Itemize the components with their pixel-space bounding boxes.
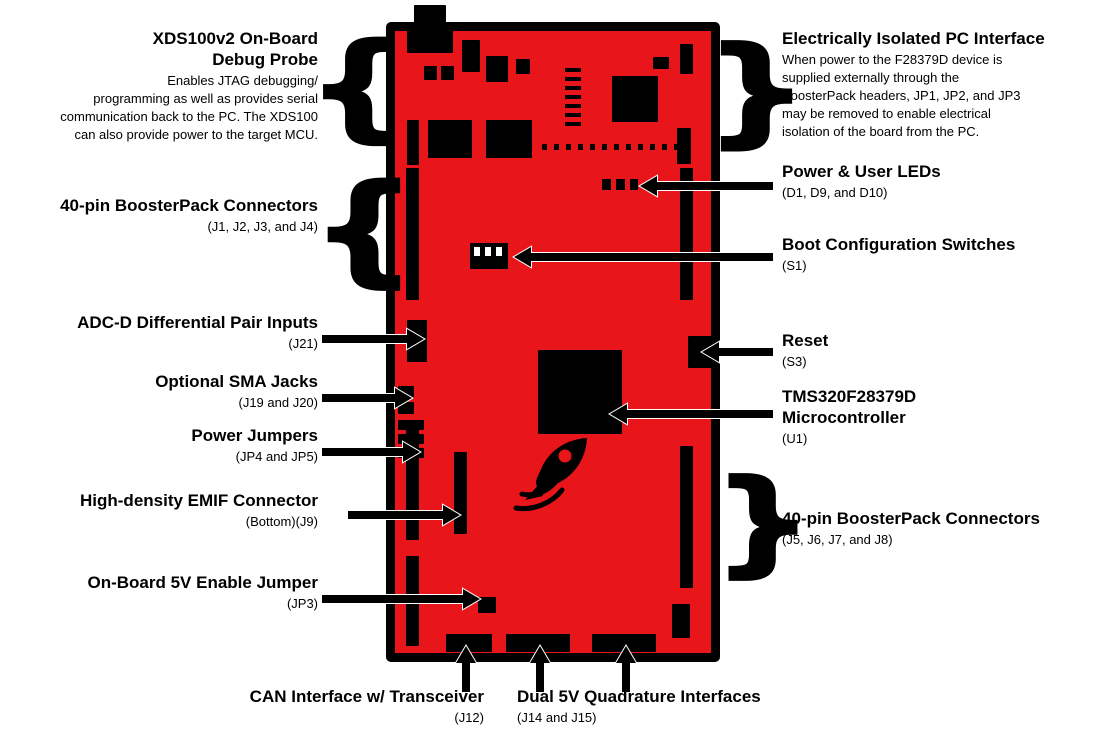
edge-component <box>680 44 693 74</box>
callout-quadrature: Dual 5V Quadrature Interfaces (J14 and J… <box>517 686 837 728</box>
callout-title: XDS100v2 On-Board Debug Probe <box>152 29 318 69</box>
boosterpack-header-j4 <box>406 556 419 646</box>
isolation-dotted-line <box>542 144 690 150</box>
callout-title: Optional SMA Jacks <box>155 372 318 391</box>
callout-title: 40-pin BoosterPack Connectors <box>60 196 318 215</box>
emif-connector-j9 <box>454 452 467 534</box>
sma-jack-j19 <box>398 386 414 398</box>
ic-chip <box>441 66 454 80</box>
callout-boosterpack-j5-j8: 40-pin BoosterPack Connectors (J5, J6, J… <box>782 508 1100 550</box>
callout-description: Enables JTAG debugging/ programming as w… <box>60 73 318 142</box>
callout-designator: (JP3) <box>286 596 318 611</box>
launchpad-board <box>386 22 720 662</box>
jumper-jp3 <box>478 597 496 613</box>
callout-isolated-pc: Electrically Isolated PC Interface When … <box>782 28 1100 141</box>
callout-designator: (J21) <box>288 336 318 351</box>
callout-title: On-Board 5V Enable Jumper <box>87 573 319 592</box>
callout-designator: (Bottom)(J9) <box>245 514 318 529</box>
boosterpack-header-j2 <box>406 428 419 540</box>
quadrature-connector-j14 <box>506 634 570 652</box>
callout-title: High-density EMIF Connector <box>80 491 318 510</box>
callout-5v-enable-jumper: On-Board 5V Enable Jumper (JP3) <box>8 572 319 614</box>
rocket-logo-icon <box>513 438 587 512</box>
brace-boosterpack-right: } <box>711 454 816 590</box>
callout-boot-config-switches: Boot Configuration Switches (S1) <box>782 234 1100 276</box>
callout-adc-d: ADC-D Differential Pair Inputs (J21) <box>8 312 318 354</box>
power-jumper <box>398 420 424 430</box>
callout-title: 40-pin BoosterPack Connectors <box>782 509 1040 528</box>
callout-designator: (S1) <box>782 258 807 273</box>
callout-description: When power to the F28379D device is supp… <box>782 52 1021 139</box>
callout-designator: (J5, J6, J7, and J8) <box>782 532 893 547</box>
callout-designator: (J12) <box>454 710 484 725</box>
boosterpack-header-j1-j3 <box>406 168 419 300</box>
callout-title: ADC-D Differential Pair Inputs <box>77 313 318 332</box>
callout-power-user-leds: Power & User LEDs (D1, D9, and D10) <box>782 161 1100 203</box>
boot-switch-s1 <box>470 243 508 269</box>
ic-chip <box>653 57 669 69</box>
callout-sma-jacks: Optional SMA Jacks (J19 and J20) <box>8 371 318 413</box>
reset-button-s3 <box>688 336 714 368</box>
mcu-chip-u1 <box>538 350 622 434</box>
callout-designator: (U1) <box>782 431 808 446</box>
ic-chip <box>428 120 472 158</box>
ic-chip <box>424 66 437 80</box>
callout-emif: High-density EMIF Connector (Bottom)(J9) <box>8 490 318 532</box>
callout-designator: (S3) <box>782 354 807 369</box>
callout-title: Power Jumpers <box>191 426 318 445</box>
callout-designator: (J1, J2, J3, and J4) <box>207 219 318 234</box>
callout-mcu: TMS320F28379D Microcontroller (U1) <box>782 386 1100 449</box>
callout-title: CAN Interface w/ Transceiver <box>249 687 484 706</box>
callout-designator: (J19 and J20) <box>238 395 319 410</box>
can-connector-j12 <box>446 634 492 652</box>
boosterpack-header-j5-j7 <box>680 168 693 300</box>
callout-title: Boot Configuration Switches <box>782 235 1016 254</box>
brace-boosterpack-left: { <box>309 159 419 301</box>
quadrature-connector-j15 <box>592 634 656 652</box>
xds100-ic <box>612 76 658 122</box>
usb-connector-plug <box>414 5 446 29</box>
header-pins <box>565 68 581 126</box>
led-cluster <box>602 179 638 190</box>
callout-boosterpack-j1-j4: 40-pin BoosterPack Connectors (J1, J2, J… <box>8 195 318 237</box>
ic-chip <box>486 56 508 82</box>
callout-debug-probe: XDS100v2 On-Board Debug Probe Enables JT… <box>8 28 318 144</box>
callout-power-jumpers: Power Jumpers (JP4 and JP5) <box>8 425 318 467</box>
edge-component <box>672 604 690 638</box>
boot-switch-levers <box>474 247 506 256</box>
callout-reset: Reset (S3) <box>782 330 1100 372</box>
callout-designator: (JP4 and JP5) <box>235 449 318 464</box>
usb-connector-body <box>407 27 453 53</box>
callout-designator: (J14 and J15) <box>517 710 597 725</box>
ic-chip <box>486 120 532 158</box>
callout-title: Electrically Isolated PC Interface <box>782 29 1045 48</box>
callout-designator: (D1, D9, and D10) <box>782 185 888 200</box>
callout-title: Power & User LEDs <box>782 162 941 181</box>
boosterpack-header-j6-j8 <box>680 446 693 588</box>
ic-chip <box>516 59 530 74</box>
brace-debug-probe: { <box>305 18 411 156</box>
brace-isolated-pc: } <box>702 20 810 161</box>
adc-d-connector-j21 <box>407 320 427 362</box>
callout-title: Reset <box>782 331 829 350</box>
callout-title: TMS320F28379D Microcontroller <box>782 387 917 427</box>
edge-component <box>407 120 419 165</box>
callout-can-interface: CAN Interface w/ Transceiver (J12) <box>184 686 484 728</box>
callout-title: Dual 5V Quadrature Interfaces <box>517 687 761 706</box>
sma-jack-j20 <box>398 402 414 414</box>
debug-ic <box>462 40 480 72</box>
